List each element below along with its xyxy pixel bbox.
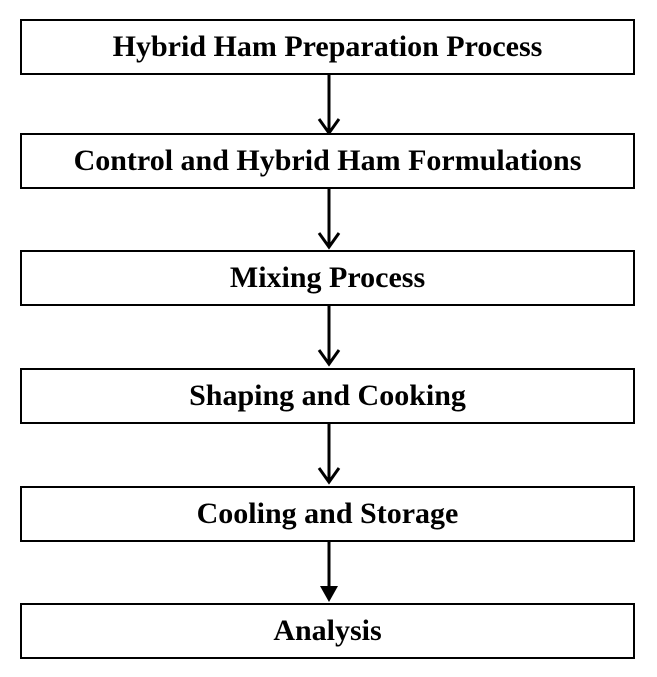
arrow-down-icon bbox=[317, 424, 341, 486]
step-box-preparation: Hybrid Ham Preparation Process bbox=[20, 19, 635, 75]
step-box-analysis: Analysis bbox=[20, 603, 635, 659]
arrow-down-icon bbox=[317, 75, 341, 137]
step-label: Hybrid Ham Preparation Process bbox=[112, 30, 543, 63]
arrow-down-icon bbox=[317, 306, 341, 368]
step-label: Shaping and Cooking bbox=[189, 379, 466, 412]
step-box-shaping-cooking: Shaping and Cooking bbox=[20, 368, 635, 424]
step-label: Control and Hybrid Ham Formulations bbox=[73, 144, 582, 177]
step-label: Analysis bbox=[273, 614, 382, 647]
step-box-formulations: Control and Hybrid Ham Formulations bbox=[20, 133, 635, 189]
arrow-down-icon bbox=[317, 542, 341, 604]
step-box-cooling-storage: Cooling and Storage bbox=[20, 486, 635, 542]
step-label: Cooling and Storage bbox=[196, 497, 459, 530]
step-box-mixing: Mixing Process bbox=[20, 250, 635, 306]
arrow-down-icon bbox=[317, 189, 341, 251]
step-label: Mixing Process bbox=[229, 261, 426, 294]
